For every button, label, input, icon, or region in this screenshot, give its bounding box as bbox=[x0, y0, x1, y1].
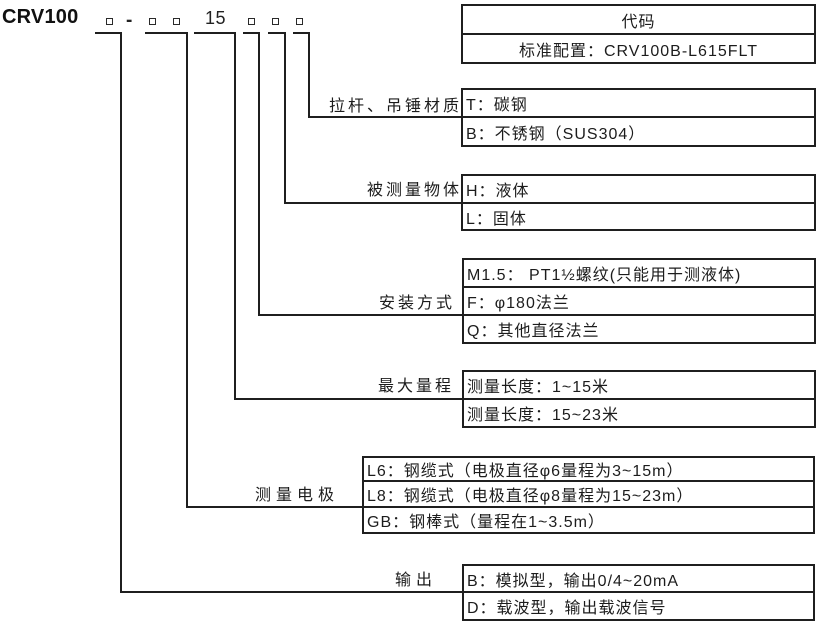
electrode-option-l6: L6：钢缆式（电极直径φ6量程为3~15m） bbox=[367, 463, 684, 480]
stub-line-object bbox=[268, 32, 286, 34]
output-table: B：模拟型，输出0/4~20mA D：载波型，输出载波信号 bbox=[462, 564, 815, 621]
range-option-1: 测量长度：1~15米 bbox=[467, 379, 610, 396]
stub-line-range bbox=[194, 32, 236, 34]
label-install: 安装方式 bbox=[378, 295, 455, 312]
drop-line-range bbox=[234, 32, 236, 400]
stub-line-output bbox=[95, 32, 122, 34]
code-placeholder-box-4 bbox=[248, 18, 255, 25]
stub-line-electrode bbox=[145, 32, 188, 34]
label-electrode: 测量电极 bbox=[254, 487, 339, 504]
material-table: T：碳钢 B：不锈钢（SUS304） bbox=[461, 88, 816, 147]
lead-line-range bbox=[234, 398, 464, 400]
code-placeholder-box-5 bbox=[272, 18, 279, 25]
object-table: H：液体 L：固体 bbox=[461, 174, 816, 231]
model-title: CRV100 bbox=[2, 6, 79, 28]
material-option-b: B：不锈钢（SUS304） bbox=[463, 116, 814, 145]
label-material: 拉杆、吊锤材质 bbox=[328, 98, 462, 115]
object-option-h: H：液体 bbox=[466, 183, 530, 200]
output-option-b: B：模拟型，输出0/4~20mA bbox=[467, 572, 680, 590]
code-placeholder-box-2 bbox=[149, 18, 156, 25]
code-placeholder-box-6 bbox=[296, 18, 303, 25]
drop-line-install bbox=[258, 32, 260, 316]
stub-line-material bbox=[293, 32, 310, 34]
drop-line-electrode bbox=[186, 32, 188, 508]
lead-line-electrode bbox=[186, 506, 364, 508]
label-output: 输出 bbox=[394, 571, 437, 589]
drop-line-object bbox=[284, 32, 286, 204]
install-table: M1.5： PT1½螺纹(只能用于测液体) F：φ180法兰 Q：其他直径法兰 bbox=[462, 258, 816, 344]
install-option-m15: M1.5： PT1½螺纹(只能用于测液体) bbox=[467, 267, 742, 284]
lead-line-output bbox=[120, 591, 464, 593]
drop-line-material bbox=[308, 32, 310, 118]
code-table: 代码 标准配置：CRV100B-L615FLT bbox=[461, 4, 816, 64]
electrode-option-l8: L8：钢缆式（电极直径φ8量程为15~23m） bbox=[364, 480, 813, 506]
code-fixed-15: 15 bbox=[205, 8, 227, 28]
code-placeholder-box-1 bbox=[105, 18, 113, 25]
label-range: 最大量程 bbox=[377, 378, 454, 395]
standard-config-value: 标准配置：CRV100B-L615FLT bbox=[463, 33, 814, 62]
output-option-d: D：载波型，输出载波信号 bbox=[464, 591, 813, 619]
material-option-t: T：碳钢 bbox=[466, 97, 528, 114]
lead-line-material bbox=[308, 116, 463, 118]
stub-line-install bbox=[243, 32, 260, 34]
lead-line-object bbox=[284, 202, 463, 204]
range-option-2: 测量长度：15~23米 bbox=[464, 398, 814, 426]
code-table-header: 代码 bbox=[621, 13, 656, 31]
electrode-option-gb: GB：钢棒式（量程在1~3.5m） bbox=[364, 506, 813, 532]
code-placeholder-box-3 bbox=[172, 18, 180, 25]
label-object: 被测量物体 bbox=[366, 182, 462, 199]
object-option-l: L：固体 bbox=[463, 202, 814, 229]
lead-line-install bbox=[258, 314, 464, 316]
install-option-f: F：φ180法兰 bbox=[464, 286, 814, 314]
electrode-table: L6：钢缆式（电极直径φ6量程为3~15m） L8：钢缆式（电极直径φ8量程为1… bbox=[362, 456, 815, 534]
code-dash: - bbox=[126, 10, 133, 31]
install-option-q: Q：其他直径法兰 bbox=[464, 314, 814, 342]
range-table: 测量长度：1~15米 测量长度：15~23米 bbox=[462, 370, 816, 428]
drop-line-output bbox=[120, 32, 122, 593]
